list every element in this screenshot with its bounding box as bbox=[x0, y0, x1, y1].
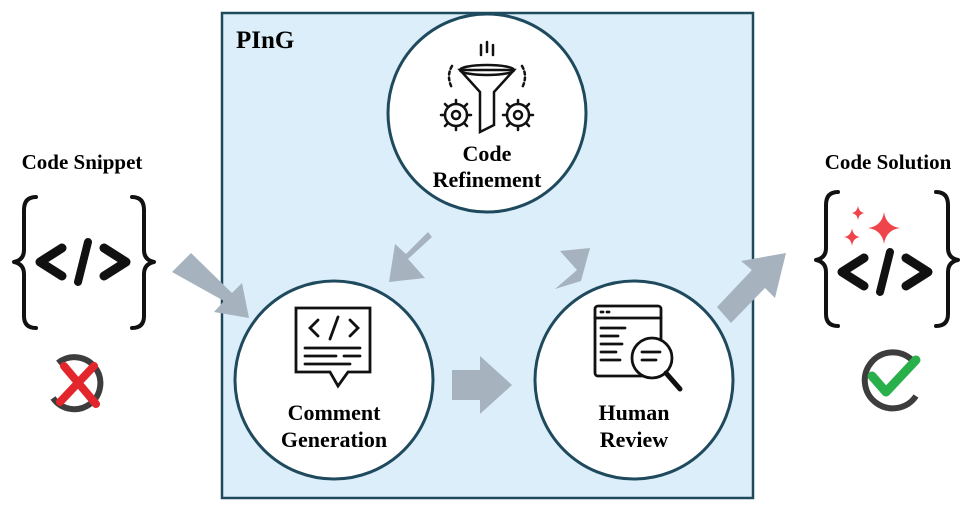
refinement-label-line2: Refinement bbox=[432, 167, 542, 192]
comment-label-line2: Generation bbox=[280, 427, 388, 452]
panel-title: PInG bbox=[236, 27, 295, 54]
code-snippet-title: Code Snippet bbox=[21, 150, 143, 174]
flow-arrows bbox=[172, 232, 786, 414]
red-x-icon bbox=[50, 354, 104, 413]
code-brackets-icon bbox=[12, 195, 156, 330]
sparkle-icon bbox=[844, 206, 900, 246]
refinement-label-line1: Code bbox=[462, 141, 512, 166]
funnel-gears-icon bbox=[439, 40, 535, 135]
node-human-review bbox=[533, 279, 735, 481]
green-check-icon bbox=[861, 349, 921, 412]
arrow-review-to-refinement bbox=[555, 248, 590, 289]
code-sparkle-icon bbox=[814, 190, 960, 328]
arrow-snippet-to-comment bbox=[172, 253, 249, 318]
review-label-line1: Human bbox=[598, 400, 670, 425]
code-chat-icon bbox=[294, 306, 372, 389]
code-solution-title: Code Solution bbox=[824, 150, 952, 174]
review-label-line2: Review bbox=[599, 427, 669, 452]
arrow-refinement-to-comment bbox=[389, 232, 432, 282]
arrow-review-to-solution bbox=[717, 253, 786, 323]
code-magnifier-icon bbox=[593, 304, 683, 392]
comment-label-line1: Comment bbox=[287, 400, 381, 425]
arrow-comment-to-review bbox=[452, 356, 512, 414]
